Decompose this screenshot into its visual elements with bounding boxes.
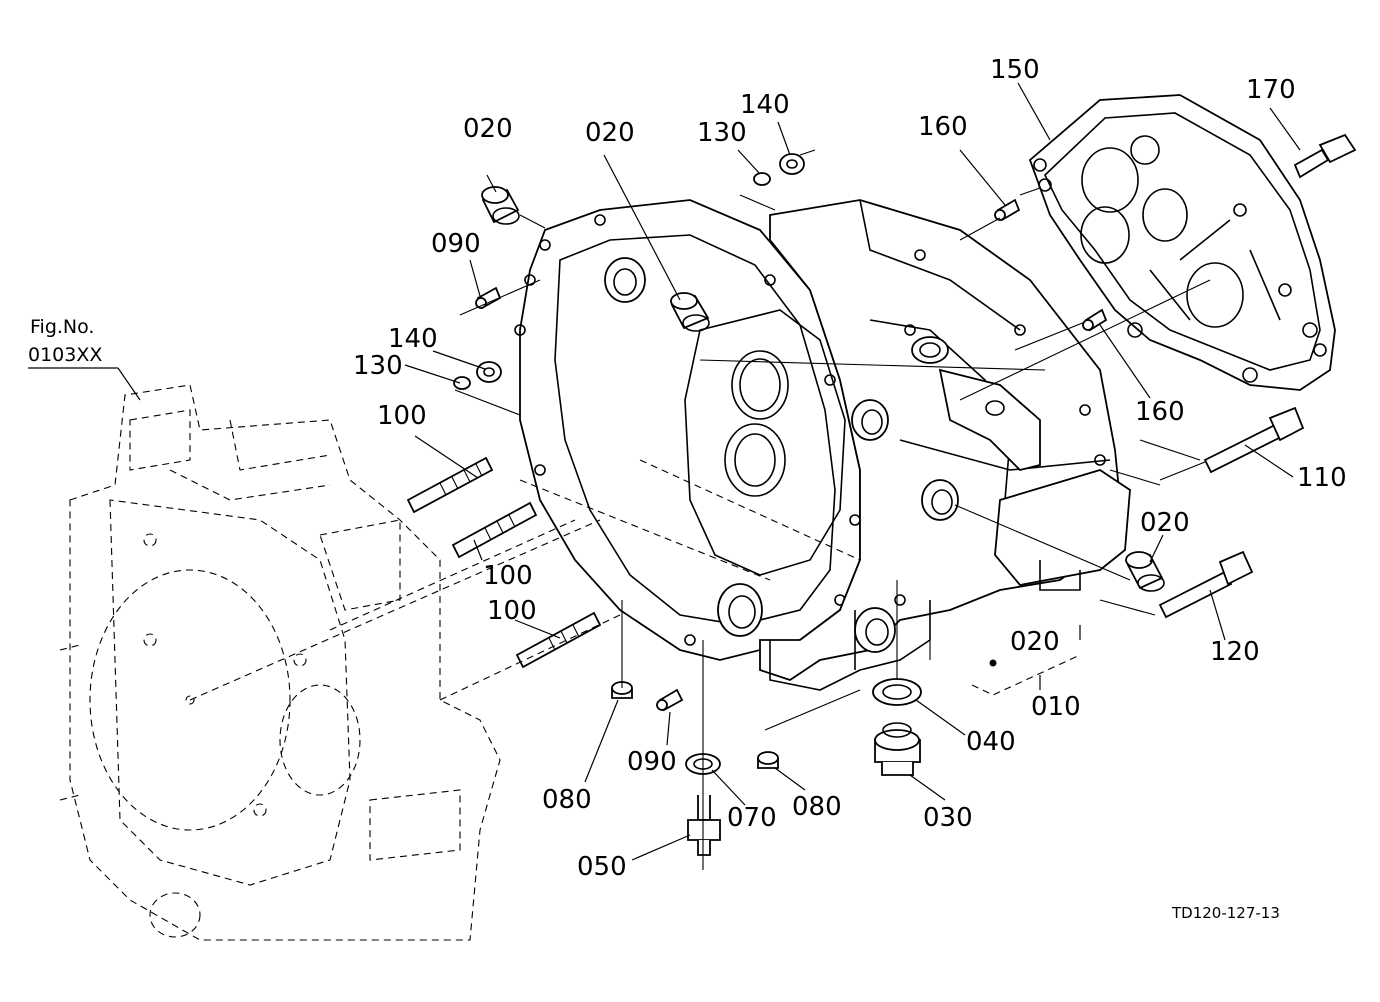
label-030: 030	[923, 803, 973, 833]
label-020-c: 020	[1140, 508, 1190, 538]
nut-140-b	[476, 361, 502, 383]
pin-090-a	[475, 286, 502, 310]
pin-090-b	[656, 688, 684, 712]
bushing-020-a	[481, 186, 520, 225]
engine-housing-reference	[59, 384, 501, 941]
drawing-code: TD120-127-13	[1171, 904, 1280, 922]
label-080-a: 080	[542, 785, 592, 815]
label-070: 070	[727, 803, 777, 833]
label-170: 170	[1246, 75, 1296, 105]
washer-130-b	[453, 376, 471, 390]
gasket-040	[872, 678, 922, 706]
label-150: 150	[990, 55, 1040, 85]
pin-160-b	[1082, 308, 1108, 332]
label-050: 050	[577, 852, 627, 882]
label-080-b: 080	[792, 792, 842, 822]
label-090-b: 090	[627, 747, 677, 777]
drain-plug-030	[874, 722, 921, 776]
washer-130-a	[753, 172, 771, 186]
stud-100-b	[451, 501, 538, 559]
label-160-b: 160	[1135, 397, 1185, 427]
bearing-plate-150	[1028, 94, 1336, 391]
fig-ref-line1: Fig.No.	[30, 316, 94, 338]
label-020-d: 020	[1010, 627, 1060, 657]
transmission-case	[514, 199, 1131, 691]
fig-ref-line2: 0103XX	[28, 344, 102, 366]
label-090-a: 090	[431, 229, 481, 259]
sensor-050	[687, 795, 721, 856]
label-100-a: 100	[377, 401, 427, 431]
bolt-110	[1203, 406, 1305, 474]
label-140-b: 140	[388, 324, 438, 354]
fig-reference: Fig.No. 0103XX	[28, 316, 141, 401]
bushing-020-b	[670, 292, 710, 332]
leader-lines	[189, 82, 1301, 870]
bolt-120	[1158, 550, 1254, 619]
pin-160-a	[994, 198, 1021, 222]
bolt-170	[1293, 133, 1357, 179]
label-130-a: 130	[697, 118, 747, 148]
label-020-b: 020	[585, 118, 635, 148]
plug-080-b	[757, 751, 779, 769]
label-040: 040	[966, 727, 1016, 757]
label-120: 120	[1210, 637, 1260, 667]
label-010: 010	[1031, 692, 1081, 722]
nut-140-a	[779, 153, 805, 175]
bushing-020-c	[1125, 551, 1165, 592]
label-020-a: 020	[463, 114, 513, 144]
label-140-a: 140	[740, 90, 790, 120]
stud-100-a	[406, 456, 494, 514]
label-110: 110	[1297, 463, 1347, 493]
label-100-b: 100	[483, 561, 533, 591]
label-100-c: 100	[487, 596, 537, 626]
assembly-dot	[989, 659, 997, 667]
label-160-a: 160	[918, 112, 968, 142]
label-130-b: 130	[353, 351, 403, 381]
